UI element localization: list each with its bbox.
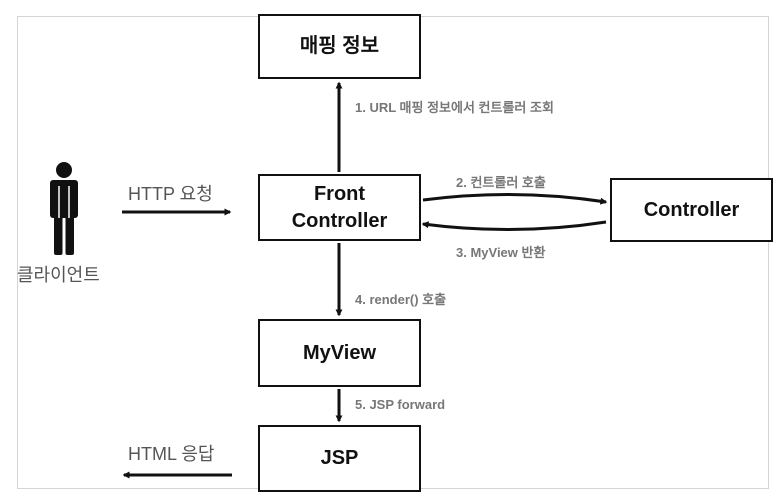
jsp-box: JSP [258, 425, 421, 492]
client-label: 클라이언트 [17, 265, 100, 285]
front-controller-label: Front Controller [292, 181, 388, 235]
front-controller-box: Front Controller [258, 174, 421, 241]
myview-box: MyView [258, 319, 421, 387]
person-icon [50, 162, 78, 255]
step5-label: 5. JSP forward [355, 397, 446, 412]
jsp-label: JSP [320, 447, 359, 469]
step2-label: 2. 컨트롤러 호출 [456, 175, 546, 190]
myview-label: MyView [303, 341, 376, 364]
front-controller-line2: Controller [291, 209, 388, 232]
step1-label: 1. URL 매핑 정보에서 컨트롤러 조회 [355, 100, 554, 115]
mapping-info-label: 매핑 정보 [299, 35, 380, 57]
mapping-info-box: 매핑 정보 [258, 14, 421, 79]
controller-label: Controller [643, 198, 740, 221]
step4-label: 4. render() 호출 [355, 292, 447, 307]
controller-box: Controller [610, 178, 773, 242]
step3-arrow [421, 220, 607, 232]
step3-label: 3. MyView 반환 [456, 245, 546, 260]
step2-arrow [422, 192, 608, 205]
html-response-label: HTML 응답 [128, 444, 215, 464]
http-request-label: HTTP 요청 [128, 184, 213, 204]
front-controller-line1: Front [313, 182, 366, 205]
